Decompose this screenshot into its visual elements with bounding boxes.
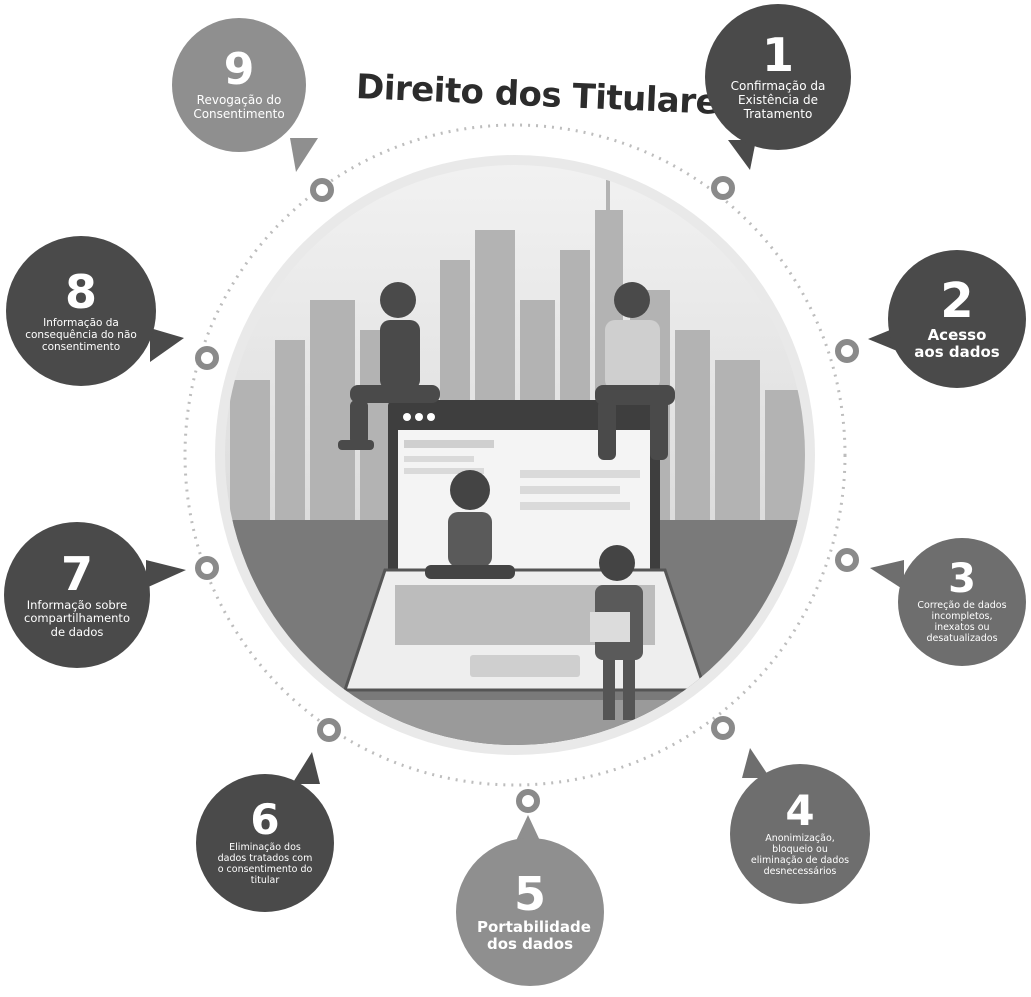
right-bubble-4: 4 Anonimização, bloqueio ou eliminação d…	[730, 764, 870, 904]
bubble-tail-7	[146, 560, 186, 588]
left-number-6: 6	[250, 795, 280, 845]
person-center-girl	[425, 470, 515, 579]
right-label-2: Acesso aos dados	[914, 325, 1000, 361]
bubble-tail-3	[870, 560, 904, 590]
left-number-9: 9	[223, 44, 255, 96]
left-bubble-8: 8 Informação da consequência do não cons…	[6, 236, 156, 386]
right-label-4: Anonimização, bloqueio ou eliminação de …	[750, 833, 850, 877]
right-label-1: Confirmação da Existência de Tratamento	[730, 79, 826, 121]
right-bubble-1: 1 Confirmação da Existência de Tratament…	[705, 4, 851, 150]
left-number-7: 7	[60, 547, 93, 602]
bubble-tail-9	[290, 138, 318, 172]
left-bubble-6: 6 Eliminação dos dados tratados com o co…	[196, 774, 334, 912]
connector-ring-9	[310, 178, 334, 202]
connector-ring-2	[835, 339, 859, 363]
connector-ring-6	[317, 718, 341, 742]
connector-ring-1	[711, 176, 735, 200]
right-number-4: 4	[785, 786, 815, 836]
right-number-3: 3	[948, 556, 976, 603]
person-standing-right	[590, 545, 643, 720]
connector-ring-5	[516, 789, 540, 813]
connector-ring-4	[711, 716, 735, 740]
bubble-tail-8	[150, 328, 184, 362]
bottom-number-5: 5	[513, 866, 546, 921]
left-label-7: Informação sobre compartilhamento de dad…	[24, 598, 130, 639]
left-bubble-7: 7 Informação sobre compartilhamento de d…	[4, 522, 150, 668]
left-label-9: Revogação do Consentimento	[193, 93, 285, 121]
bubble-tail-6	[292, 752, 320, 784]
left-bubble-9: 9 Revogação do Consentimento	[172, 18, 306, 152]
person-sitting-left	[338, 282, 440, 450]
bottom-label-5: Portabilidade dos dados	[477, 917, 591, 953]
orbit-dotted-ring	[183, 123, 847, 787]
right-bubble-3: 3 Correção de dados incompletos, inexato…	[898, 538, 1026, 666]
connector-ring-7	[195, 556, 219, 580]
right-number-1: 1	[761, 28, 794, 83]
right-number-2: 2	[940, 272, 974, 329]
right-label-3: Correção de dados incompletos, inexatos …	[917, 600, 1007, 644]
laptop	[342, 568, 708, 692]
left-label-6: Eliminação dos dados tratados com o cons…	[217, 842, 313, 886]
connector-ring-3	[835, 548, 859, 572]
person-sitting-right	[595, 282, 675, 460]
left-number-8: 8	[64, 264, 97, 319]
left-label-8: Informação da consequência do não consen…	[25, 316, 137, 354]
right-bubble-2: 2 Acesso aos dados	[888, 250, 1026, 388]
bottom-bubble-5: 5 Portabilidade dos dados	[456, 838, 604, 986]
connector-ring-8	[195, 346, 219, 370]
